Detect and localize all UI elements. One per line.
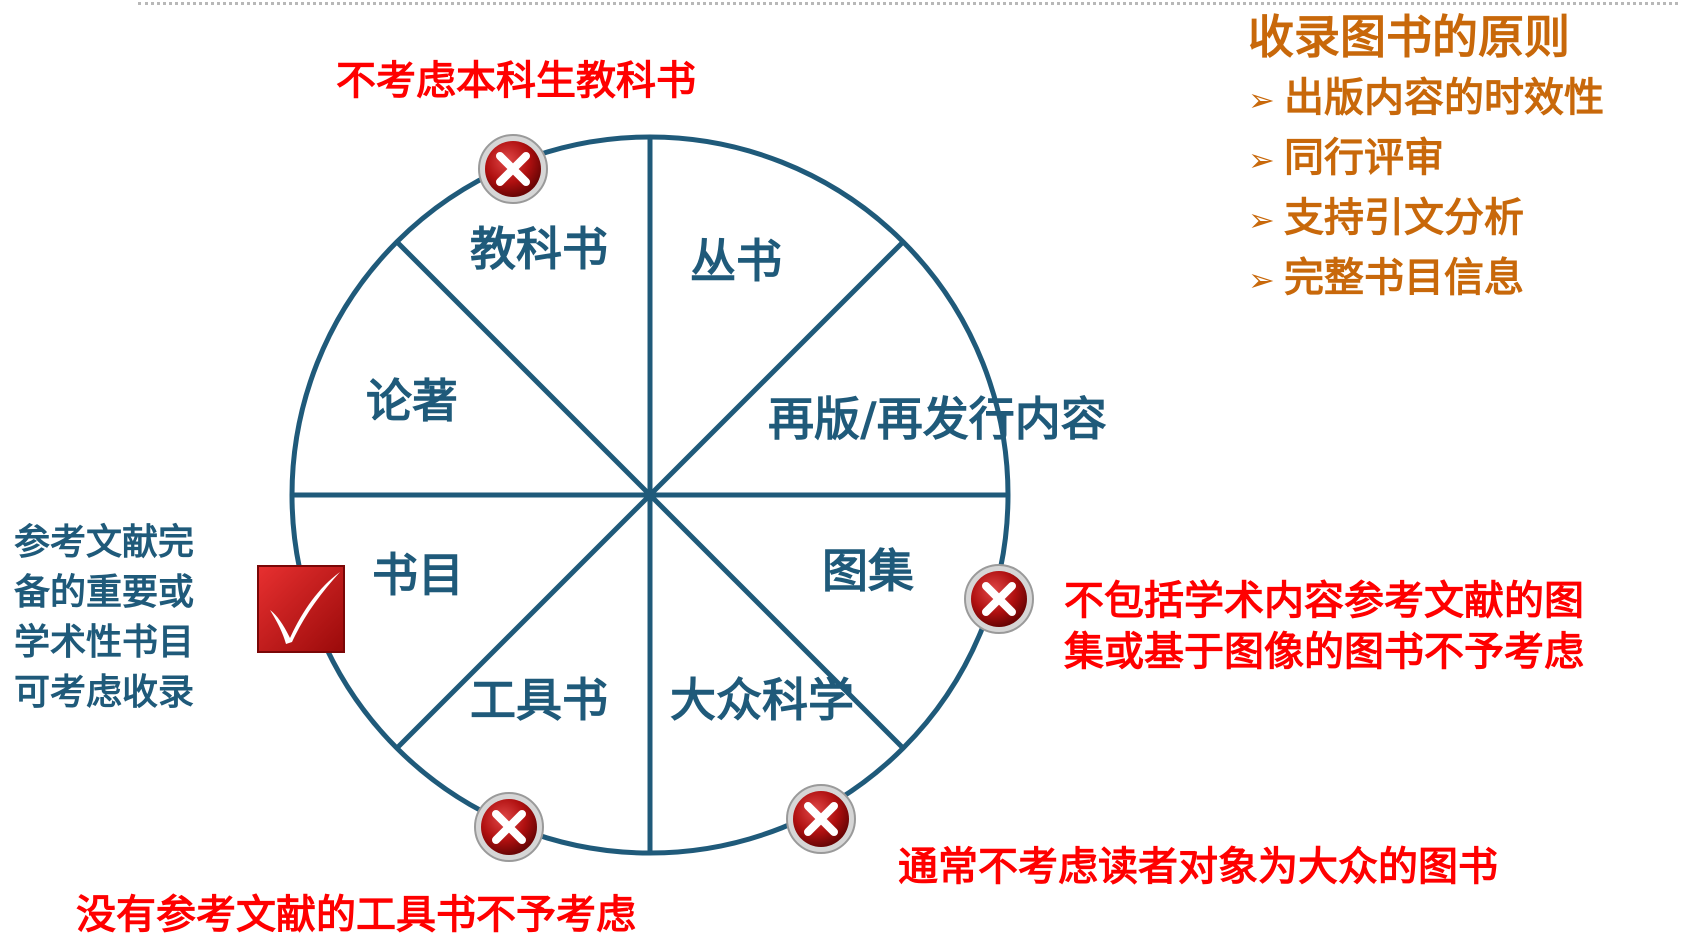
principle-text: 完整书目信息 [1284, 255, 1524, 302]
note-textbook-excluded: 不考虑本科生教科书 [336, 58, 696, 104]
segment-bibliography: 书目 [372, 548, 464, 602]
segment-series: 丛书 [690, 234, 782, 288]
principles-list: ➢出版内容的时效性 ➢同行评审 ➢支持引文分析 ➢完整书目信息 [1248, 69, 1604, 309]
principles-title: 收录图书的原则 [1248, 10, 1570, 64]
segment-republished: 再版/再发行内容 [768, 392, 1107, 446]
top-dotted-rule [138, 2, 1678, 5]
principle-text: 支持引文分析 [1284, 195, 1524, 242]
note-popular-excluded: 通常不考虑读者对象为大众的图书 [898, 844, 1498, 890]
note-bibliography-included: 参考文献完 备的重要或 学术性书目 可考虑收录 [14, 518, 234, 718]
note-atlas-excluded-line2: 集或基于图像的图书不予考虑 [1064, 629, 1584, 676]
triangle-right-icon: ➢ [1248, 261, 1275, 300]
principle-item: ➢同行评审 [1248, 129, 1604, 189]
triangle-right-icon: ➢ [1248, 201, 1275, 240]
segment-monograph: 论著 [366, 374, 458, 428]
x-close-icon [472, 790, 546, 864]
checkmark-icon [257, 565, 345, 653]
principle-item: ➢支持引文分析 [1248, 189, 1604, 249]
segment-popular-science: 大众科学 [670, 673, 854, 727]
note-bibliography-line: 可考虑收录 [14, 672, 195, 713]
note-tool-excluded: 没有参考文献的工具书不予考虑 [76, 892, 636, 938]
principles-box: 收录图书的原则 ➢出版内容的时效性 ➢同行评审 ➢支持引文分析 ➢完整书目信息 [1248, 10, 1604, 309]
principle-item: ➢完整书目信息 [1248, 249, 1604, 309]
note-atlas-excluded: 不包括学术内容参考文献的图 集或基于图像的图书不予考虑 [1064, 576, 1584, 678]
principle-item: ➢出版内容的时效性 [1248, 69, 1604, 129]
principle-text: 出版内容的时效性 [1284, 75, 1604, 122]
note-bibliography-line: 参考文献完 [14, 522, 195, 563]
triangle-right-icon: ➢ [1248, 141, 1275, 180]
x-close-icon [476, 132, 550, 206]
note-bibliography-line: 学术性书目 [14, 622, 195, 663]
triangle-right-icon: ➢ [1248, 81, 1275, 120]
note-bibliography-line: 备的重要或 [14, 572, 195, 613]
x-close-icon [962, 562, 1036, 636]
principle-text: 同行评审 [1284, 135, 1444, 182]
segment-atlas: 图集 [822, 544, 914, 598]
wheel-divider-diag-2 [395, 240, 905, 750]
segment-reference-tool: 工具书 [470, 673, 608, 727]
segment-textbook: 教科书 [470, 222, 608, 276]
note-atlas-excluded-line1: 不包括学术内容参考文献的图 [1064, 578, 1584, 624]
x-close-icon [784, 782, 858, 856]
